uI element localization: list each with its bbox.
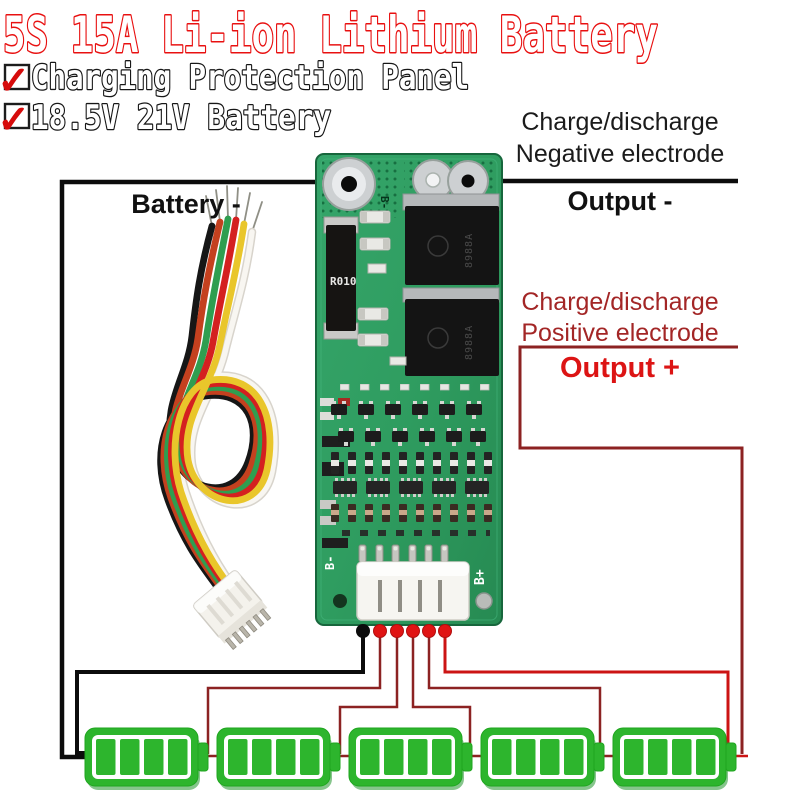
balance-wire-cell4 <box>427 633 602 754</box>
note-line: Charge/discharge <box>521 108 719 136</box>
wire-line-output-plus <box>518 345 744 754</box>
shunt-resistor: R010 <box>323 216 359 340</box>
positive-electrode-note: Charge/discharge Positive electrode <box>500 287 740 349</box>
smd-component <box>359 237 391 251</box>
feature-label: 18.5V 21V Battery <box>31 98 331 138</box>
balance-connector <box>356 561 470 621</box>
mount-hole <box>333 594 347 608</box>
feature-checkbox <box>3 63 31 91</box>
check-icon: ✓ <box>0 54 27 105</box>
pcb-pad-b-minus <box>322 157 376 211</box>
bare-wire-tip <box>205 195 213 227</box>
harness-wire-white <box>176 229 278 596</box>
wire-line-battery-minus <box>59 179 347 760</box>
harness-wire-red <box>168 216 269 595</box>
bare-wire-tip <box>251 201 263 233</box>
mosfet: 8988A <box>402 287 500 376</box>
balance-pin-dot-red <box>390 624 404 638</box>
balance-wire-cell3 <box>411 633 472 754</box>
balance-pin-dot-red <box>422 624 436 638</box>
battery-cell <box>216 727 341 791</box>
bare-wire-tip <box>243 192 251 225</box>
battery-cell <box>348 727 473 791</box>
note-line: Charge/discharge <box>521 288 719 316</box>
note-line: Negative electrode <box>515 140 725 168</box>
component-row <box>332 528 490 536</box>
bare-wire-tip <box>226 185 229 220</box>
battery-cell <box>612 727 737 791</box>
balance-pin-dot-red <box>373 624 387 638</box>
smd-component <box>367 263 387 274</box>
smd-component <box>320 398 334 406</box>
feature-label: Charging Protection Panel <box>31 58 469 98</box>
silk-pad-b-minus-label: B- <box>378 196 391 209</box>
harness-connector <box>193 570 272 650</box>
battery-pack <box>84 727 737 791</box>
callout-output-minus: Output - <box>567 186 673 216</box>
silk-b-minus: B- <box>323 556 337 570</box>
component-row <box>330 383 492 392</box>
callout-battery-minus: Battery - <box>131 189 241 219</box>
note-line: Positive electrode <box>521 319 719 347</box>
balance-pin-dots <box>356 624 452 638</box>
product-title: 5S 15A Li-ion Lithium Battery <box>3 6 658 64</box>
smd-component <box>357 307 389 321</box>
mosfet: 8988A <box>402 193 500 285</box>
harness-wire-green <box>164 215 265 594</box>
balance-wire-cell2 <box>338 633 399 754</box>
smd-component <box>359 210 391 224</box>
wire-harness <box>157 185 280 650</box>
pcb-pad-p-minus <box>412 159 489 202</box>
balance-pin-dot-black <box>356 624 370 638</box>
balance-wire-b-minus <box>75 633 365 755</box>
negative-electrode-note: Charge/discharge Negative electrode <box>500 106 740 170</box>
balance-pin-dot-red <box>406 624 420 638</box>
smd-component <box>389 356 407 366</box>
smd-component <box>320 412 334 420</box>
battery-cell <box>84 727 209 791</box>
harness-wire-black <box>157 222 257 592</box>
bare-wire-tip <box>235 187 239 221</box>
mosfet-marking: 8988A <box>464 233 475 268</box>
balance-wire-cell1 <box>206 633 382 754</box>
callout-output-plus: Output + <box>559 352 680 384</box>
smd-component <box>322 538 348 548</box>
shunt-resistor-label: R010 <box>330 275 357 288</box>
bms-board: B- P- R010 8988A 8988A <box>315 153 503 626</box>
bare-wire-tip <box>215 189 221 223</box>
smd-component <box>322 436 350 447</box>
mount-hole <box>475 592 493 610</box>
balance-wire-b-plus <box>443 633 730 754</box>
battery-cell <box>480 727 605 791</box>
annotation-lines <box>59 178 748 760</box>
harness-wire-orange <box>160 218 261 593</box>
mosfet-marking: 8988A <box>464 325 475 360</box>
smd-component <box>320 500 336 509</box>
feature-checkbox <box>3 102 31 130</box>
headline: 5S 15A Li-ion Lithium Battery ✓ Charging… <box>0 5 660 145</box>
smd-component <box>357 333 389 347</box>
check-icon: ✓ <box>0 93 27 144</box>
harness-wire-yellow <box>171 220 274 596</box>
silk-b-plus: B+ <box>473 569 488 585</box>
smd-component <box>320 516 336 525</box>
balance-pin-dot-red <box>438 624 452 638</box>
